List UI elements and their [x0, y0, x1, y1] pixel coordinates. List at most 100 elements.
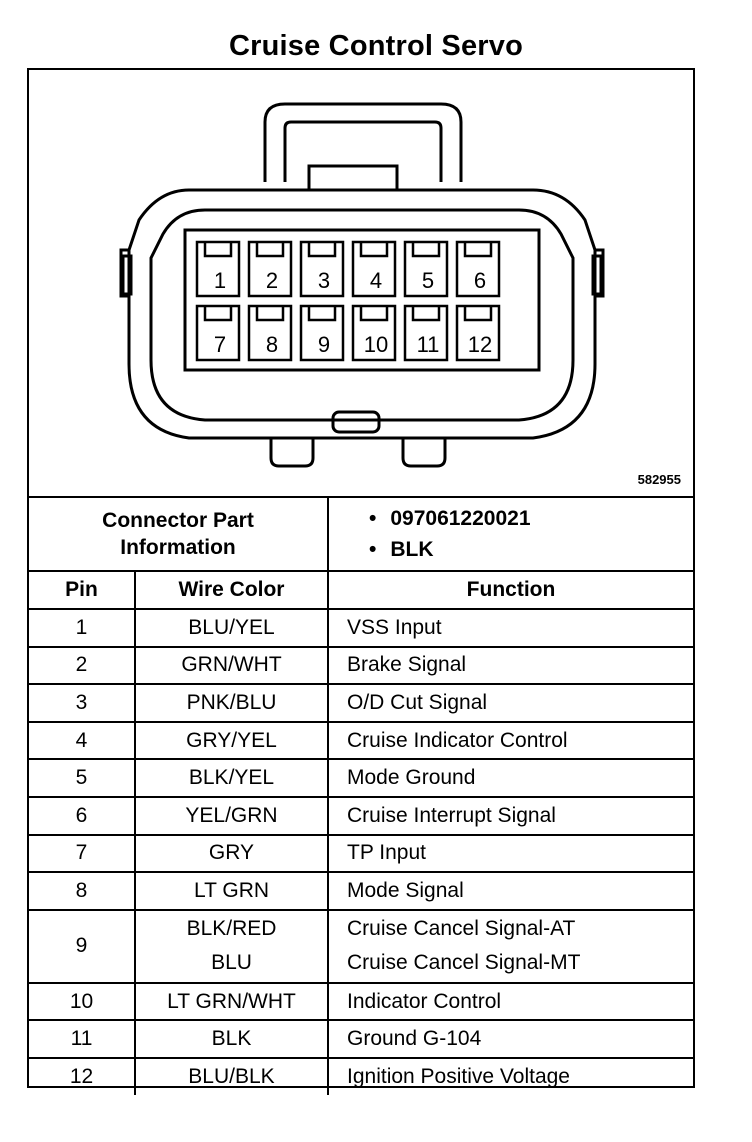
pin-cell: 7 — [29, 833, 136, 874]
wire-color-text: BLK/YEL — [188, 766, 275, 790]
wire-color-cell: GRY — [134, 833, 329, 874]
function-text: Ignition Positive Voltage — [347, 1064, 570, 1088]
pin-cavity — [455, 240, 501, 298]
wire-color-cell: LT GRN/WHT — [134, 981, 329, 1022]
pin-number-label: 11 — [417, 332, 440, 357]
wire-color-text: GRY/YEL — [186, 728, 277, 752]
pin-cell: 4 — [29, 720, 136, 761]
table-row: 1 BLU/YEL VSS Input — [29, 608, 693, 648]
wire-color-cell: GRY/YEL — [134, 720, 329, 761]
wire-color-text: GRY — [208, 841, 255, 865]
pin-cavity — [351, 240, 397, 298]
pin-number-label: 7 — [214, 332, 226, 357]
table-row: 5 BLK/YEL Mode Ground — [29, 758, 693, 798]
part-info-values-cell: •097061220021 •BLK — [327, 496, 693, 572]
function-text: VSS Input — [347, 615, 442, 639]
wire-color-cell: BLK/RED BLU — [134, 908, 329, 984]
function-text: Ground G-104 — [347, 1027, 482, 1051]
wire-color-cell: LT GRN — [134, 871, 329, 911]
function-text: Mode Signal — [347, 878, 464, 902]
function-cell: Cruise Interrupt Signal — [327, 795, 693, 836]
pin-number-label: 12 — [468, 332, 492, 357]
wire-color-cell: GRN/WHT — [134, 645, 329, 686]
function-cell: Ground G-104 — [327, 1019, 693, 1059]
table-header-row: Pin Wire Color Function — [29, 570, 693, 610]
pin-cell: 11 — [29, 1019, 136, 1059]
function-cell: Mode Signal — [327, 871, 693, 911]
pin-cavity — [403, 304, 449, 362]
pin-number-label: 5 — [422, 268, 434, 293]
part-info-row: Connector Part Information •097061220021… — [29, 496, 693, 572]
table-row: 4 GRY/YEL Cruise Indicator Control — [29, 720, 693, 761]
wire-color-text: BLK/RED — [186, 917, 277, 941]
table-row: 3 PNK/BLU O/D Cut Signal — [29, 683, 693, 723]
pin-cavity — [455, 304, 501, 362]
pin-cavity — [247, 240, 293, 298]
pin-cell: 9 — [29, 908, 136, 984]
header-pin: Pin — [29, 570, 136, 610]
pin-cell: 6 — [29, 795, 136, 836]
bullet-icon: • — [369, 507, 377, 530]
wire-color-text: BLK — [211, 1027, 252, 1051]
function-text: Mode Ground — [347, 766, 476, 790]
pin-number-label: 3 — [318, 268, 330, 293]
function-text: Indicator Control — [347, 989, 502, 1013]
function-cell: Cruise Indicator Control — [327, 720, 693, 761]
function-cell: Brake Signal — [327, 645, 693, 686]
pin-cavity — [195, 240, 241, 298]
function-text: TP Input — [347, 841, 426, 865]
wire-color-cell: BLU/YEL — [134, 608, 329, 648]
pin-cell: 5 — [29, 758, 136, 798]
function-cell: Ignition Positive Voltage — [327, 1056, 693, 1095]
part-info-label-line2: Information — [120, 536, 236, 559]
function-text: Cruise Cancel Signal-AT — [347, 917, 576, 941]
function-cell: Mode Ground — [327, 758, 693, 798]
wire-color-cell: BLU/BLK — [134, 1056, 329, 1095]
wire-color-cell: BLK/YEL — [134, 758, 329, 798]
function-text: Cruise Interrupt Signal — [347, 803, 556, 827]
function-cell: TP Input — [327, 833, 693, 874]
pin-number-label: 4 — [370, 268, 382, 293]
pin-number-label: 6 — [474, 268, 486, 293]
function-text: Cruise Cancel Signal-MT — [347, 951, 581, 975]
pin-cell: 10 — [29, 981, 136, 1022]
pin-cavity — [299, 304, 345, 362]
pinout-table: Connector Part Information •097061220021… — [29, 496, 693, 1095]
header-wire-color: Wire Color — [134, 570, 329, 610]
part-info-label-cell: Connector Part Information — [29, 496, 329, 572]
header-function: Function — [327, 570, 693, 610]
wire-color-cell: BLK — [134, 1019, 329, 1059]
function-text: Brake Signal — [347, 653, 467, 677]
pin-cell: 1 — [29, 608, 136, 648]
table-row: 10 LT GRN/WHT Indicator Control — [29, 981, 693, 1022]
wire-color-text: GRN/WHT — [181, 653, 282, 677]
pin-cell: 3 — [29, 683, 136, 723]
part-color: •BLK — [369, 538, 434, 561]
function-cell: Indicator Control — [327, 981, 693, 1022]
function-cell: O/D Cut Signal — [327, 683, 693, 723]
pin-cavity — [403, 240, 449, 298]
table-row: 11 BLK Ground G-104 — [29, 1019, 693, 1059]
wire-color-text: BLU/BLK — [188, 1064, 275, 1088]
pin-cavity — [351, 304, 397, 362]
pin-cavity — [299, 240, 345, 298]
pin-cell: 8 — [29, 871, 136, 911]
wire-color-text: BLU — [211, 951, 252, 975]
wire-color-text: PNK/BLU — [186, 690, 277, 714]
function-text: Cruise Indicator Control — [347, 728, 568, 752]
wire-color-text: LT GRN/WHT — [167, 989, 296, 1013]
wire-color-cell: YEL/GRN — [134, 795, 329, 836]
function-cell: VSS Input — [327, 608, 693, 648]
pin-number-label: 9 — [318, 332, 330, 357]
pin-number-label: 2 — [266, 268, 278, 293]
pin-number-label: 10 — [364, 332, 388, 357]
wire-color-text: BLU/YEL — [188, 615, 275, 639]
bullet-icon: • — [369, 538, 377, 561]
